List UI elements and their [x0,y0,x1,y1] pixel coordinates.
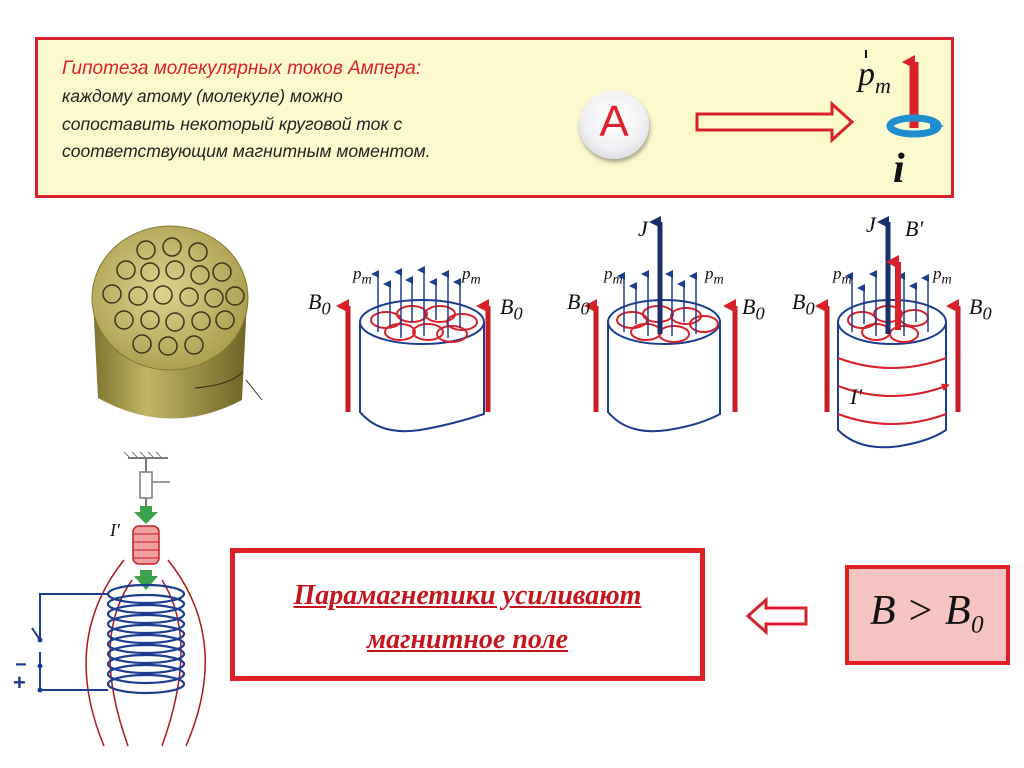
magnetic-moment-icon [865,50,944,138]
pm-label-6: pm [933,264,952,288]
j-label-1: J [638,216,648,241]
pm-label-3: pm [604,264,623,288]
b0-label-5: B0 [792,289,815,319]
hypothesis-line-1: каждому атому (молекуле) можно [62,86,343,106]
cylinder-diagram-2 [584,216,738,433]
conclusion-line-2: магнитное поле [366,624,569,655]
b0-label-6: B0 [969,294,992,324]
plus-terminal: + [13,670,26,695]
pm-label-header: pm [858,56,891,98]
cylinder-diagram-1 [336,266,491,433]
b0-label-4: B0 [742,294,765,324]
pm-label-1: pm [353,264,372,288]
magnet-cylinder-3d [91,225,263,419]
conclusion-line-1: Парамагнетики усиливают [293,580,642,611]
result-arrow [745,596,808,636]
ampere-badge-letter: A [599,97,629,146]
b0-label-2: B0 [500,294,523,324]
formula-box [845,565,1010,665]
minus-terminal: − [15,654,27,676]
hypothesis-title: Гипотеза молекулярных токов Ампера: [62,58,422,79]
j-label-2: J [866,212,876,237]
hypothesis-box [35,37,954,198]
i-prime-label: I′ [850,384,863,409]
current-i-label: i [893,146,905,192]
pm-label-5: pm [833,264,852,288]
hypothesis-line-3: соответствующим магнитным моментом. [62,141,431,161]
b-prime-label: B′ [905,216,924,241]
i-prime-small-label: I′ [110,520,120,540]
conclusion-box [230,548,705,681]
solenoid-apparatus [31,451,206,747]
b0-label-1: B0 [308,289,331,319]
implies-arrow [695,100,855,144]
pm-label-4: pm [705,264,724,288]
cylinder-diagram-3 [815,216,961,449]
hypothesis-line-2: сопоставить некоторый круговой ток с [62,114,403,134]
ampere-badge [579,91,649,159]
b0-label-3: B0 [567,289,590,319]
pm-label-2: pm [462,264,481,288]
formula-text: B > B₀ [869,588,986,634]
